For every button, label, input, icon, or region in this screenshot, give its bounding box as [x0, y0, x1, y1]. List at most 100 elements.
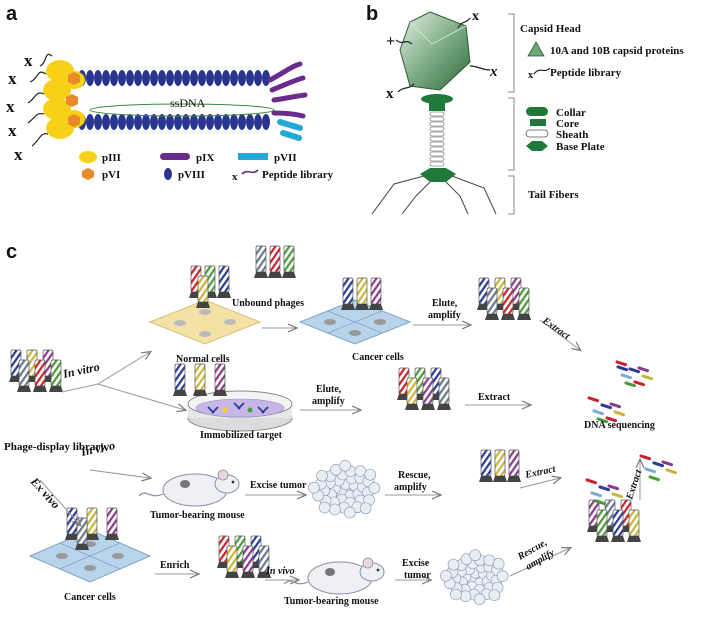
pviii-subunit: [262, 70, 270, 86]
ex-vivo-label: Ex vivo: [27, 474, 63, 512]
pviii-subunit: [142, 70, 150, 86]
pviii-subunit: [230, 70, 238, 86]
phage-tail: [371, 94, 497, 215]
dna-fragment: [587, 396, 600, 403]
pviii-subunit: [150, 70, 158, 86]
phage-particle: [594, 509, 610, 543]
pviii-coat-rows: [78, 70, 270, 130]
elute-label: Elute,: [316, 384, 342, 395]
pvi-label: pVI: [102, 169, 120, 181]
phage-particle: [478, 449, 494, 483]
sheath-ring: [429, 161, 445, 167]
sheath-ring: [429, 146, 445, 152]
core-swatch: [530, 119, 546, 126]
dna-fragment: [644, 467, 657, 474]
tumor-cell: [329, 503, 341, 516]
tumor-cell: [459, 590, 472, 602]
in-vitro-label: In vitro: [61, 360, 101, 382]
tumor-cell: [368, 482, 381, 494]
phage-particle: [224, 545, 240, 579]
pviii-subunit: [182, 114, 190, 130]
sheath-swatch: [525, 129, 549, 138]
pviii-subunit: [222, 70, 230, 86]
x-mark: x: [24, 51, 33, 70]
pviii-subunit: [190, 70, 198, 86]
pviii-label: pVIII: [178, 169, 205, 181]
extract-label: Extract: [478, 392, 511, 403]
in-vivo-label: In vivo: [265, 566, 295, 577]
x-mark: x: [8, 121, 17, 140]
phage-particle: [212, 363, 228, 397]
capsid-proteins-label: 10A and 10B capsid proteins: [550, 45, 684, 57]
rescue-label: Rescue,: [398, 470, 431, 481]
cancer-cells-plate-bottom: [28, 529, 152, 583]
core-label: Core: [556, 118, 579, 130]
dna-fragment: [607, 484, 620, 491]
tumor-cell: [318, 501, 331, 514]
peptide-label: Peptide library: [262, 169, 334, 181]
tumor-cell: [492, 557, 505, 570]
pviii-subunit: [190, 114, 198, 130]
plus-mark: +: [386, 33, 395, 50]
dna-fragment: [639, 454, 652, 461]
tumor-cell: [339, 459, 351, 472]
tumor-cell: [473, 593, 486, 605]
pviii-subunit: [126, 114, 134, 130]
tumor-cluster: [440, 549, 509, 605]
piii-cluster: [43, 60, 85, 139]
amplify-label: amplify: [394, 482, 427, 493]
phage-particle: [420, 377, 436, 411]
pviii-subunit: [158, 70, 166, 86]
excise-label: Excise: [402, 558, 430, 569]
ssdna-label: ssDNA: [170, 96, 206, 110]
amplify-label: amplify: [312, 396, 345, 407]
tumor-cell: [354, 465, 367, 477]
sheath-ring: [429, 121, 445, 127]
pviii-subunit: [142, 114, 150, 130]
normal-cells-plate: [148, 299, 262, 345]
phage-particle: [216, 265, 232, 299]
collar-label: Collar: [556, 107, 586, 119]
pviii-subunit: [94, 70, 102, 86]
tumor-cell: [344, 506, 356, 519]
phage-particle: [506, 449, 522, 483]
elute-label: Elute,: [432, 298, 458, 309]
dna-fragment: [585, 478, 598, 485]
peptide-label: Peptide library: [550, 67, 622, 79]
base-plate-label: Base Plate: [556, 141, 605, 153]
pviii-subunit: [174, 70, 182, 86]
pviii-subunit: [166, 114, 174, 130]
sheath-ring: [429, 116, 445, 122]
dna-fragment: [605, 416, 618, 423]
capsid-peptides: + x x x: [386, 9, 498, 102]
tumor-cell: [316, 469, 328, 482]
pviii-subunit: [166, 70, 174, 86]
pix-label: pIX: [196, 152, 214, 164]
capsid-protein-icon: [527, 41, 545, 57]
x-mark: x: [472, 9, 479, 24]
pviii-subunit: [182, 70, 190, 86]
dna-fragment: [613, 410, 626, 417]
dna-fragment: [648, 475, 661, 482]
sheath-ring: [429, 136, 445, 142]
panel-c: c: [4, 241, 678, 607]
pviii-subunit: [86, 70, 94, 86]
dna-fragment: [615, 360, 628, 367]
petri-dish: [187, 390, 293, 432]
dna-fragments: [585, 360, 678, 506]
excise-tumor-label: Excise tumor: [250, 480, 307, 491]
pviii-subunit: [86, 114, 94, 130]
pviii-subunit: [238, 114, 246, 130]
tumor-mouse-label: Tumor-bearing mouse: [150, 510, 245, 521]
capsid-head-label: Capsid Head: [520, 23, 581, 35]
extract-label: Extract: [624, 467, 645, 502]
x-mark: x: [14, 145, 23, 164]
sheath-ring: [429, 156, 445, 162]
pix-swatch: [160, 153, 190, 160]
phage-groups: [8, 245, 642, 579]
pviii-subunit: [110, 114, 118, 130]
tumor-cell: [488, 589, 501, 601]
extract-label: Extract: [523, 464, 557, 482]
amplify-label: amplify: [428, 310, 461, 321]
